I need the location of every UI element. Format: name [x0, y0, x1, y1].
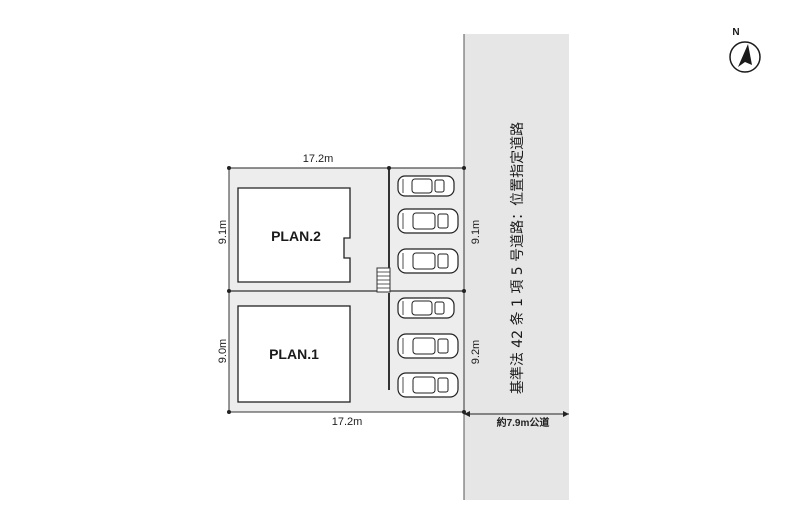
lot1-left-depth-label: 9.0m — [217, 339, 229, 363]
lot2-right-depth-label: 9.1m — [470, 220, 482, 244]
north-compass: N — [729, 27, 761, 73]
dimension-dot — [462, 410, 466, 414]
arrow-right-icon — [563, 411, 569, 417]
car — [397, 175, 455, 197]
entrance-steps — [376, 267, 391, 293]
dimension-dot — [462, 289, 466, 293]
car — [397, 208, 459, 234]
road-designation-label: 基準法 42 条 1 項 5 号道路：位置指定道路 — [509, 122, 526, 394]
plan-1-building — [237, 305, 351, 403]
top-width-label: 17.2m — [303, 153, 334, 165]
lot2-left-depth-label: 9.1m — [217, 220, 229, 244]
car — [397, 372, 459, 398]
bottom-width-label: 17.2m — [332, 416, 363, 428]
dimension-dot — [462, 166, 466, 170]
dimension-dot — [227, 289, 231, 293]
plan-2-building — [237, 187, 351, 283]
car — [397, 333, 459, 359]
car — [397, 297, 455, 319]
plan-1-label: PLAN.1 — [269, 346, 319, 362]
car — [397, 248, 459, 274]
designated-road — [464, 34, 569, 500]
plan-2-label: PLAN.2 — [271, 228, 321, 244]
dimension-dot — [227, 166, 231, 170]
compass-north-label: N — [732, 27, 739, 38]
lot1-right-depth-label: 9.2m — [470, 340, 482, 364]
dimension-dot — [387, 166, 391, 170]
public-road-label: 約7.9m公道 — [497, 416, 550, 429]
north-arrow-icon — [738, 44, 752, 67]
dimension-dot — [227, 410, 231, 414]
arrow-left-icon — [464, 411, 470, 417]
